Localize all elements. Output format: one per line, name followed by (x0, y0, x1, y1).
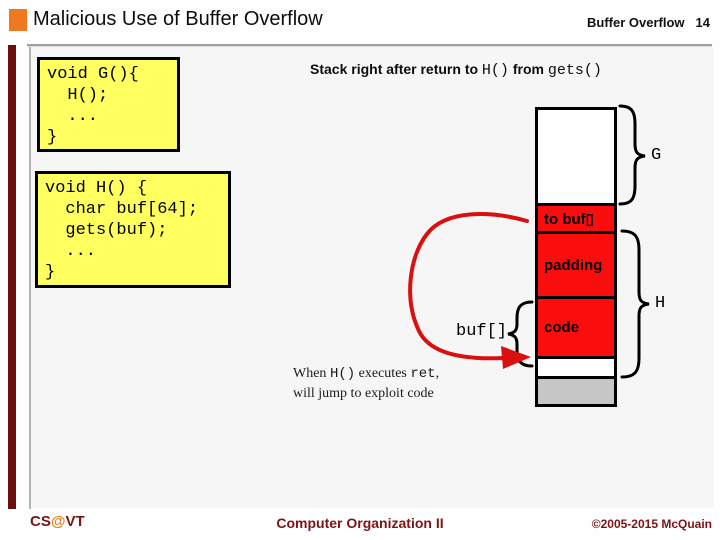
stack-cell-exploit-code: code (535, 296, 617, 359)
frame-label-g: G (651, 146, 662, 165)
title-divider (27, 44, 712, 46)
code-line: } (45, 263, 56, 282)
footer-vt: VT (65, 513, 85, 530)
header-page-reference: Buffer Overflow 14 (587, 15, 710, 30)
frame-label-h: H (655, 294, 666, 313)
page-number: 14 (695, 15, 710, 30)
stack-cell-label: padding (544, 256, 603, 274)
caption-code-gets: gets() (547, 62, 602, 79)
code-box-h: void H() { char buf[64]; gets(buf); ... … (35, 171, 231, 288)
stack-caption: Stack right after return to H() from get… (310, 61, 602, 79)
note-text: , (435, 366, 440, 381)
stack-cell-padding: padding (535, 231, 617, 299)
footer-at: @ (50, 513, 66, 530)
left-accent-bar (8, 45, 16, 509)
footer-course-title: Computer Organization II (276, 515, 444, 531)
code-line: } (47, 128, 58, 147)
note-line-1: When H() executes ret, (293, 364, 439, 384)
note-text: executes (355, 366, 411, 381)
slide-bullet-icon (9, 9, 27, 31)
section-label: Buffer Overflow (587, 15, 685, 30)
stack-cell-older-frame (535, 376, 617, 407)
stack-cell-label: to buf▯ (544, 210, 594, 228)
page-title: Malicious Use of Buffer Overflow (33, 8, 323, 30)
note-text: When (293, 366, 330, 381)
footer-cs: CS (30, 513, 51, 530)
code-line: void G(){ (47, 65, 139, 84)
caption-text: from (508, 61, 548, 77)
stack-cell-return-address: to buf▯ (535, 203, 617, 234)
caption-text: Stack right after return to (310, 61, 482, 77)
footer-course-logo: CS@VT (30, 513, 85, 530)
content-left-border (29, 47, 31, 509)
explanation-note: When H() executes ret, will jump to expl… (293, 364, 439, 403)
code-line: H(); (47, 86, 109, 105)
code-box-g: void G(){ H(); ... } (37, 57, 180, 152)
code-line: char buf[64]; (45, 200, 199, 219)
buf-array-label: buf[] (456, 322, 508, 341)
stack-cell-label: code (544, 319, 580, 336)
caption-code-h: H() (481, 62, 509, 79)
note-line-2: will jump to exploit code (293, 386, 434, 401)
code-line: void H() { (45, 179, 148, 198)
note-code-ret: ret (410, 366, 436, 382)
stack-cell-g-frame (535, 107, 617, 206)
footer-copyright: ©2005-2015 McQuain (591, 517, 712, 531)
note-code-h: H() (329, 366, 356, 382)
code-line: gets(buf); (45, 221, 168, 240)
code-line: ... (47, 107, 99, 126)
code-line: ... (45, 242, 97, 261)
